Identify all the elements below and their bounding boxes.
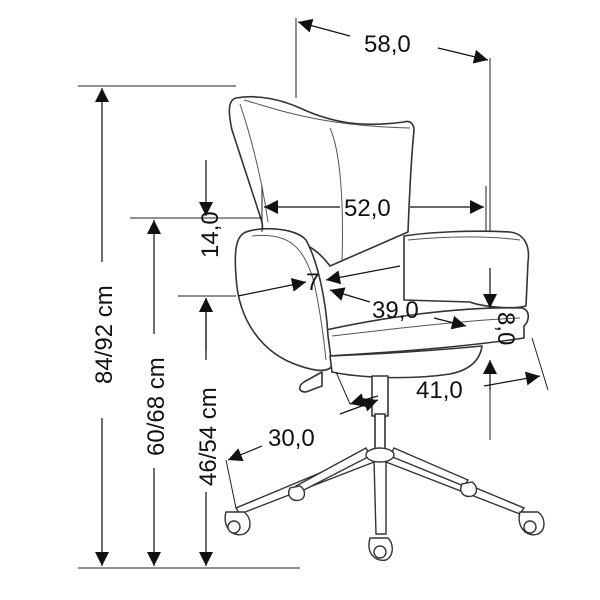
- label-seat-cushion-thickness: 8,0: [492, 312, 519, 345]
- label-seat-depth: 39,0: [372, 297, 419, 324]
- label-leg-span-side: 41,0: [416, 377, 463, 404]
- star-base: [234, 447, 526, 535]
- gas-lift-top: [371, 375, 389, 417]
- gas-lift-bottom: [374, 413, 386, 451]
- dimension-lines: [95, 18, 541, 566]
- label-armrest-height: 14,0: [197, 211, 224, 258]
- label-backrest-angle: 7: [306, 269, 319, 296]
- seat-cushion: [325, 306, 530, 357]
- extension-lines: [78, 18, 549, 569]
- label-overall-width: 58,0: [364, 31, 411, 58]
- label-overall-height: 84/92 cm: [91, 285, 118, 384]
- height-lever: [298, 371, 323, 393]
- right-armrest: [403, 230, 530, 309]
- label-seat-height: 46/54 cm: [195, 387, 222, 486]
- label-leg-span-front: 30,0: [268, 425, 315, 452]
- caster-wheels: [224, 481, 545, 561]
- label-seat-inner-width: 52,0: [344, 195, 391, 222]
- dimension-labels: 58,0 52,0 14,0 7 39,0 8,0 41,0 30,0 84/9…: [91, 31, 519, 486]
- label-armrest-top-height: 60/68 cm: [143, 357, 170, 456]
- chair-illustration: [224, 95, 545, 561]
